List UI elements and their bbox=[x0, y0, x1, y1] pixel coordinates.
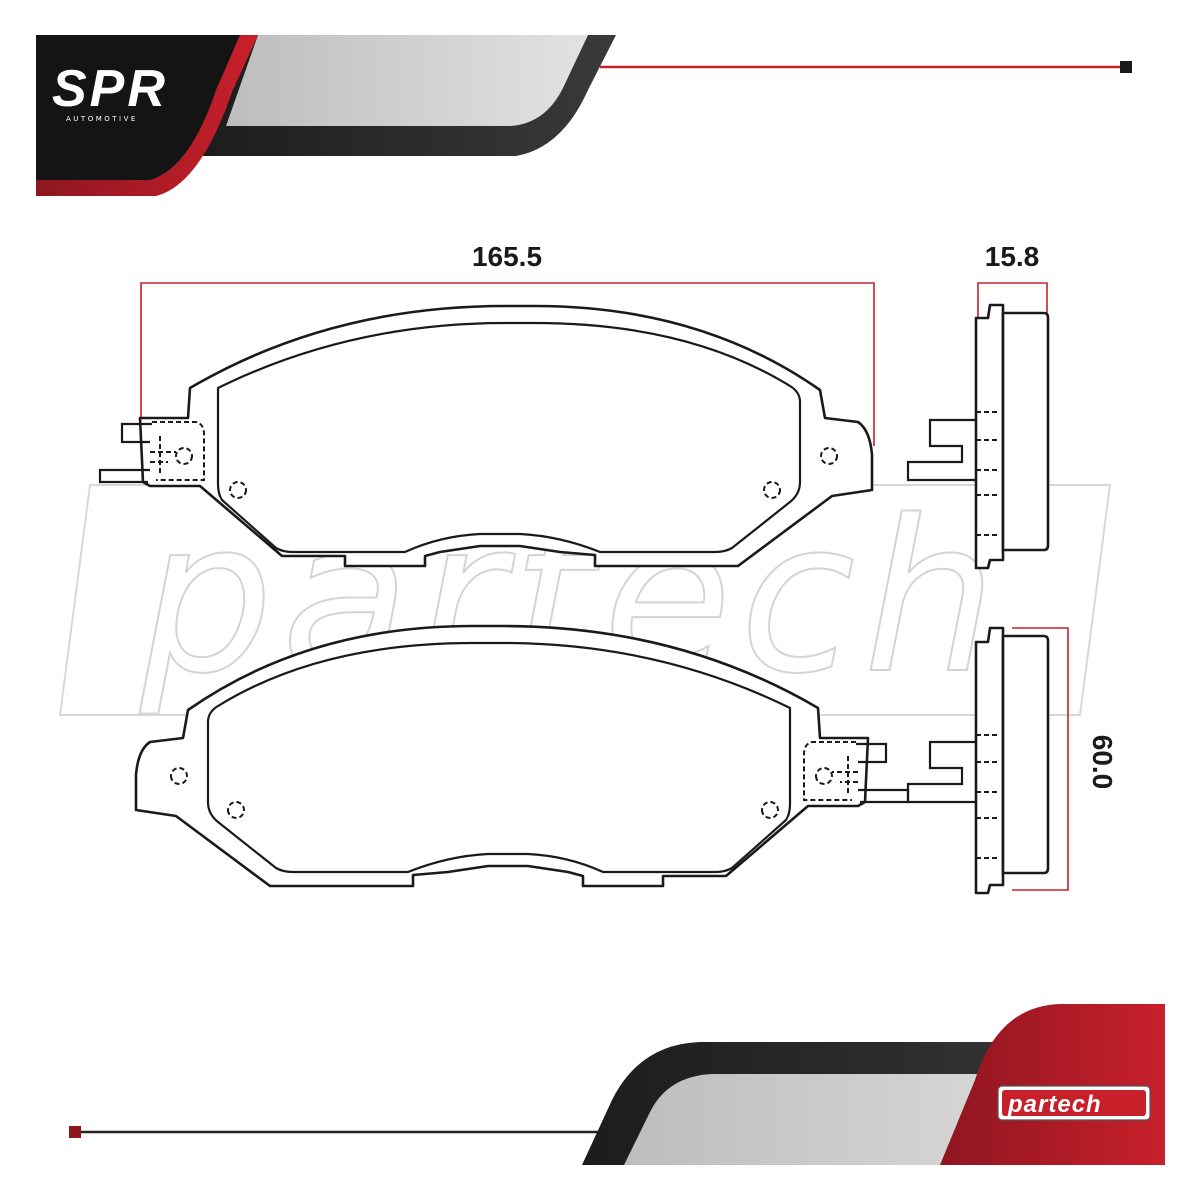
bottom-side-hidden-lines bbox=[976, 734, 1000, 859]
partech-logo-text: partech bbox=[1007, 1091, 1102, 1118]
top-pad-friction-outline bbox=[216, 321, 802, 554]
spr-logo-subtitle: AUTOMOTIVE bbox=[66, 115, 138, 123]
top-pad-clip-tab bbox=[98, 422, 152, 484]
top-side-hidden-lines bbox=[976, 411, 1000, 536]
top-pad-clip-hidden-lines bbox=[150, 421, 205, 481]
top-pad-hole-4 bbox=[820, 447, 838, 465]
brake-pad-bottom-side-view bbox=[906, 626, 1050, 895]
bottom-pad-hole-4 bbox=[170, 767, 188, 785]
dimension-height-label: 60.0 bbox=[1087, 735, 1118, 790]
brake-pad-top-front-view bbox=[98, 304, 874, 568]
dimension-width-label: 165.5 bbox=[472, 241, 542, 272]
dimension-width: 165.5 bbox=[140, 241, 875, 446]
bottom-pad-friction-outline bbox=[206, 641, 792, 874]
top-side-clip bbox=[906, 418, 976, 482]
top-pad-hole-2 bbox=[229, 481, 247, 499]
bottom-side-backing bbox=[974, 626, 1005, 895]
top-brand-band: SPR AUTOMOTIVE bbox=[36, 35, 616, 196]
partech-logo: partech bbox=[997, 1085, 1151, 1121]
dimension-thickness-label: 15.8 bbox=[985, 241, 1040, 272]
brake-pad-bottom-front-view bbox=[134, 624, 910, 888]
bottom-side-friction bbox=[1001, 634, 1050, 875]
spr-logo: SPR AUTOMOTIVE bbox=[52, 60, 168, 123]
bottom-pad-hole-3 bbox=[227, 801, 245, 819]
top-pad-backing-plate bbox=[138, 304, 874, 568]
bottom-side-clip bbox=[906, 740, 976, 804]
dimension-thickness: 15.8 bbox=[977, 241, 1048, 318]
bottom-pad-hole-1 bbox=[815, 767, 833, 785]
bottom-pad-hole-2 bbox=[761, 801, 779, 819]
bottom-brand-band: partech bbox=[582, 1004, 1165, 1165]
top-side-backing bbox=[974, 303, 1005, 570]
top-side-friction bbox=[1001, 311, 1050, 552]
bottom-pad-backing-plate bbox=[134, 624, 870, 888]
dimension-height: 60.0 bbox=[1012, 627, 1118, 891]
outer-frame bbox=[69, 61, 1132, 1138]
brake-pad-top-side-view bbox=[906, 303, 1050, 570]
bottom-pad-clip-hidden-lines bbox=[803, 741, 858, 801]
spr-logo-text: SPR bbox=[52, 60, 168, 118]
top-pad-hole-3 bbox=[763, 481, 781, 499]
top-pad-hole-1 bbox=[175, 447, 193, 465]
